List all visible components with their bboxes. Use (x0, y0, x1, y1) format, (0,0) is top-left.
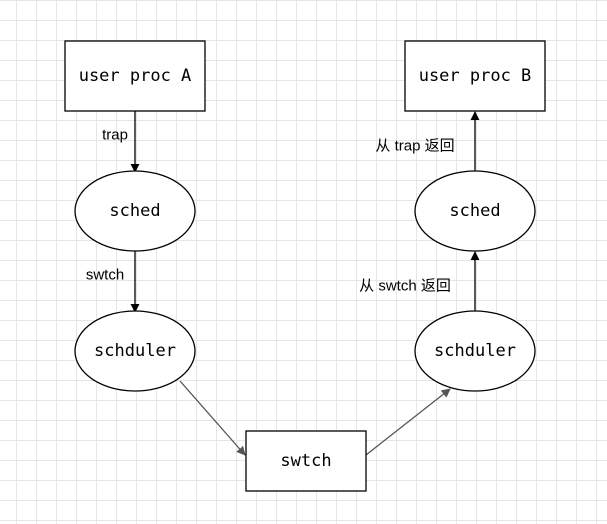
node-user-proc-a-label: user proc A (79, 66, 192, 86)
node-schduler-right-label: schduler (434, 341, 516, 361)
node-schduler-left: schduler (74, 310, 196, 392)
edge-label-return-from-trap: 从 trap 返回 (375, 138, 454, 155)
node-user-proc-a: user proc A (64, 40, 206, 112)
node-sched-left: sched (74, 170, 196, 252)
edge-schduler-to-swtch (179, 380, 246, 456)
edge-label-return-from-swtch: 从 swtch 返回 (359, 278, 451, 295)
node-schduler-right: schduler (414, 310, 536, 392)
node-swtch-label: swtch (280, 451, 331, 471)
node-schduler-left-label: schduler (94, 341, 176, 361)
edge-swtch-to-schduler (365, 388, 451, 456)
node-swtch: swtch (245, 430, 367, 492)
edge-label-trap: trap (102, 127, 128, 144)
node-sched-right-label: sched (449, 201, 500, 221)
node-user-proc-b: user proc B (404, 40, 546, 112)
edge-label-swtch: swtch (86, 267, 124, 284)
node-sched-right: sched (414, 170, 536, 252)
node-user-proc-b-label: user proc B (419, 66, 532, 86)
node-sched-left-label: sched (109, 201, 160, 221)
